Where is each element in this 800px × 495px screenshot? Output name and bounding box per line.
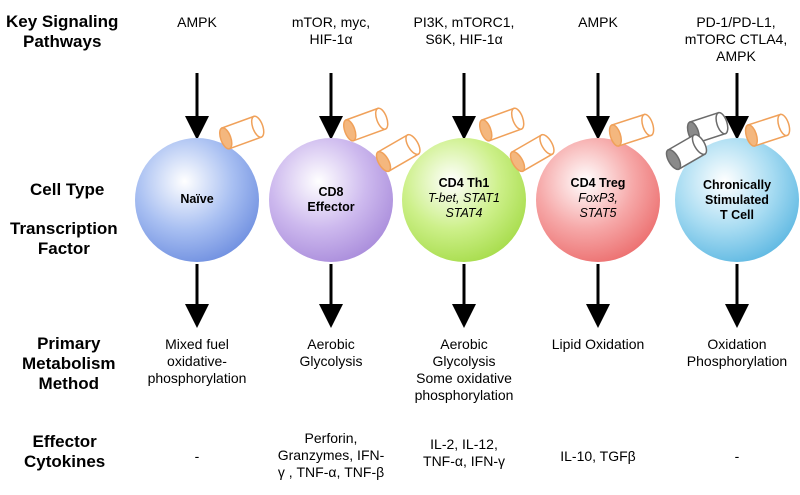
cytokines-naive: - <box>157 448 237 465</box>
cell-label-treg: CD4 Treg FoxP3, STAT5 <box>548 176 648 221</box>
signaling-line: mTORC CTLA4, <box>684 31 788 47</box>
row-label-cytokines: Effector Cytokines <box>24 432 105 472</box>
arrows-bottom <box>185 264 749 328</box>
cell-circle-chronic <box>675 138 799 262</box>
transcription-factor-line: STAT5 <box>579 206 617 220</box>
cytokine-line: TNF-α, IFN-γ <box>423 453 505 469</box>
mitochondrion-icon <box>478 107 525 142</box>
signaling-line: AMPK <box>578 14 618 30</box>
cytokine-line: Perforin, <box>304 430 358 446</box>
signaling-cd8: mTOR, myc, HIF-1α <box>276 14 386 48</box>
cell-name-line: T Cell <box>719 208 755 222</box>
mitochondria <box>218 107 791 173</box>
metabolism-th1: Aerobic Glycolysis Some oxidative phosph… <box>399 336 529 404</box>
mitochondrion-icon <box>342 107 389 142</box>
cytokine-line: - <box>734 448 740 464</box>
cytokines-treg: IL-10, TGFβ <box>543 448 653 465</box>
metabolism-line: Glycolysis <box>299 353 363 369</box>
arrows-top <box>185 73 749 140</box>
mitochondrion-icon <box>218 115 265 150</box>
row-label-signaling-line1: Key Signaling <box>6 12 119 31</box>
signaling-line: AMPK <box>177 14 217 30</box>
metabolism-chronic: Oxidation Phosphorylation <box>677 336 797 370</box>
metabolism-naive: Mixed fuel oxidative- phosphorylation <box>132 336 262 387</box>
metabolism-line: Phosphorylation <box>686 353 788 369</box>
signaling-line: PD-1/PD-L1, <box>696 14 776 30</box>
metabolism-treg: Lipid Oxidation <box>538 336 658 353</box>
cytokine-line: γ , TNF-α, TNF-β <box>277 464 385 480</box>
row-label-metabolism-line3: Method <box>38 374 99 393</box>
metabolism-line: Mixed fuel <box>165 336 229 352</box>
metabolism-cd8: Aerobic Glycolysis <box>276 336 386 370</box>
metabolism-line: phosphorylation <box>147 370 247 386</box>
cytokine-line: - <box>194 448 200 464</box>
cells <box>135 138 799 262</box>
cell-label-th1: CD4 Th1 T-bet, STAT1 STAT4 <box>409 176 519 221</box>
row-label-metabolism-line2: Metabolism <box>22 354 116 373</box>
metabolism-line: oxidative- <box>167 353 227 369</box>
signaling-chronic: PD-1/PD-L1, mTORC CTLA4, AMPK <box>675 14 797 65</box>
metabolism-line: Lipid Oxidation <box>551 336 645 352</box>
signaling-line: AMPK <box>716 48 756 64</box>
signaling-line: PI3K, mTORC1, <box>413 14 515 30</box>
cytokines-chronic: - <box>697 448 777 465</box>
row-label-metabolism: Primary Metabolism Method <box>22 334 116 394</box>
cytokines-cd8: Perforin, Granzymes, IFN- γ , TNF-α, TNF… <box>266 430 396 481</box>
cytokines-th1: IL-2, IL-12, TNF-α, IFN-γ <box>404 436 524 470</box>
row-label-cytokines-line1: Effector <box>32 432 97 451</box>
transcription-factor-line: STAT4 <box>445 206 483 220</box>
mitochondrion-icon <box>375 133 421 173</box>
signaling-th1: PI3K, mTORC1, S6K, HIF-1α <box>404 14 524 48</box>
cell-name-line: Chronically <box>702 178 772 192</box>
row-label-transcription-line2: Factor <box>37 239 90 258</box>
metabolism-line: Oxidation <box>707 336 767 352</box>
cell-name-line: Naïve <box>180 192 214 206</box>
cell-name-line: CD4 Th1 <box>438 176 490 190</box>
row-label-cell-type: Cell Type <box>30 180 105 199</box>
cell-label-naive: Naïve <box>147 192 247 207</box>
metabolism-line: Aerobic <box>440 336 488 352</box>
row-label-metabolism-line1: Primary <box>37 334 101 353</box>
cell-name-line: Effector <box>307 200 355 214</box>
cytokine-line: Granzymes, IFN- <box>277 447 385 463</box>
cell-label-cd8: CD8 Effector <box>281 185 381 215</box>
metabolism-line: phosphorylation <box>414 387 514 403</box>
metabolism-line: Aerobic <box>307 336 355 352</box>
cell-label-chronic: Chronically Stimulated T Cell <box>687 178 787 223</box>
mitochondrion-icon <box>744 113 791 147</box>
row-label-transcription-line1: Transcription <box>10 219 118 238</box>
cell-circle-th1 <box>402 138 526 262</box>
mitochondrion-icon <box>608 113 655 147</box>
row-label-cytokines-line2: Cytokines <box>24 452 106 471</box>
signaling-line: S6K, HIF-1α <box>425 31 503 47</box>
transcription-factor-line: FoxP3, <box>578 191 618 205</box>
cell-name-line: CD4 Treg <box>570 176 626 190</box>
metabolism-line: Some oxidative <box>416 370 512 386</box>
cell-name-line: Stimulated <box>705 193 769 207</box>
signaling-line: mTOR, myc, <box>291 14 371 30</box>
row-label-signaling: Key Signaling Pathways <box>6 12 118 52</box>
cell-circle-cd8 <box>269 138 393 262</box>
signaling-line: HIF-1α <box>309 31 353 47</box>
cell-circle-naive <box>135 138 259 262</box>
signaling-naive: AMPK <box>157 14 237 31</box>
cell-name-line: CD8 <box>318 185 344 199</box>
cytokine-line: IL-2, IL-12, <box>430 436 498 452</box>
cell-circle-treg <box>536 138 660 262</box>
row-label-transcription: Transcription Factor <box>10 219 118 259</box>
row-label-signaling-line2: Pathways <box>22 32 102 51</box>
mitochondrion-icon <box>509 133 555 173</box>
mitochondrion-gray-icon <box>665 133 708 171</box>
signaling-treg: AMPK <box>558 14 638 31</box>
transcription-factor-line: T-bet, STAT1 <box>427 191 500 205</box>
cytokine-line: IL-10, TGFβ <box>560 448 636 464</box>
metabolism-line: Glycolysis <box>432 353 496 369</box>
